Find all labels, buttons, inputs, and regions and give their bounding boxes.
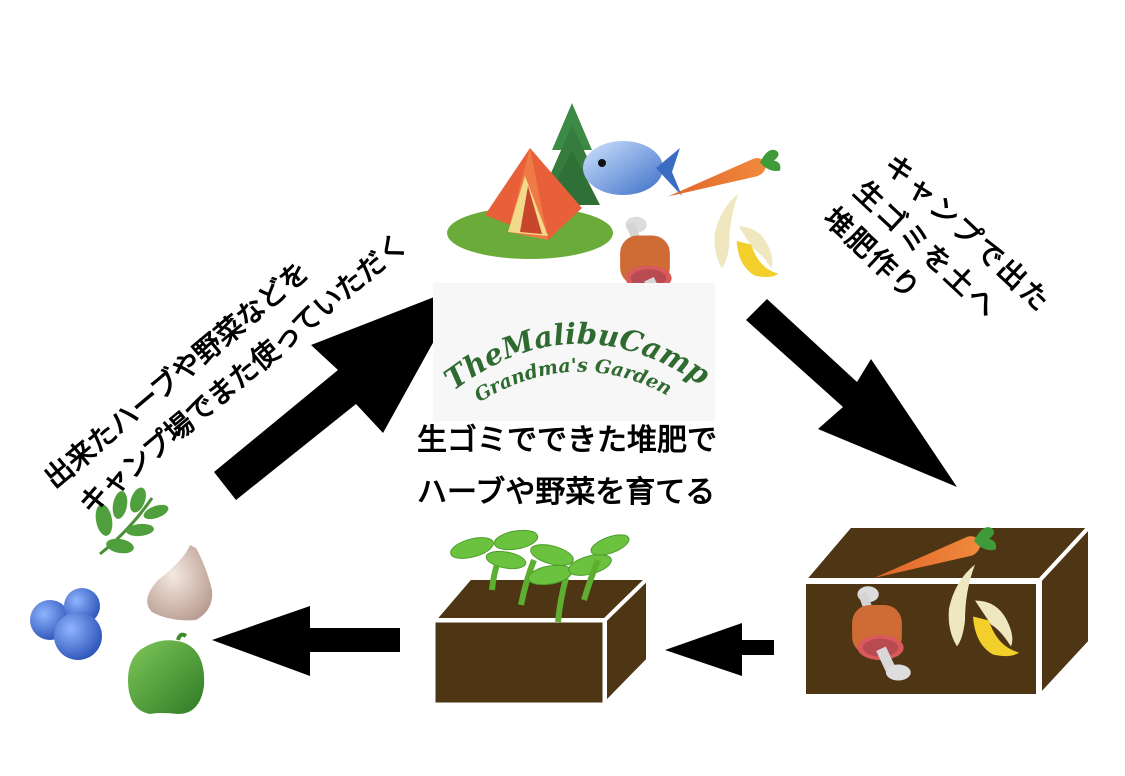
logo-panel xyxy=(433,283,715,421)
tent-icon xyxy=(485,148,582,240)
label-grow-line2: ハーブや野菜を育てる xyxy=(417,475,716,510)
arrow-harvest-icon xyxy=(212,606,400,676)
blueberry-icon xyxy=(30,588,102,660)
harvest-illustration xyxy=(30,487,213,714)
seedling-icon xyxy=(450,529,630,623)
compost-box xyxy=(799,520,1095,702)
label-grow-line1: 生ゴミでできた堆肥で xyxy=(417,423,717,458)
fish-icon xyxy=(583,141,682,196)
arrow-compost-icon xyxy=(746,299,957,487)
arrow-to-camp-icon xyxy=(214,285,465,500)
arrow-grow-icon xyxy=(665,623,774,676)
pepper-icon xyxy=(128,632,205,714)
herb-icon xyxy=(95,487,169,556)
campsite-illustration xyxy=(447,103,781,311)
garlic-icon xyxy=(147,545,213,621)
seedling-box xyxy=(429,529,653,709)
